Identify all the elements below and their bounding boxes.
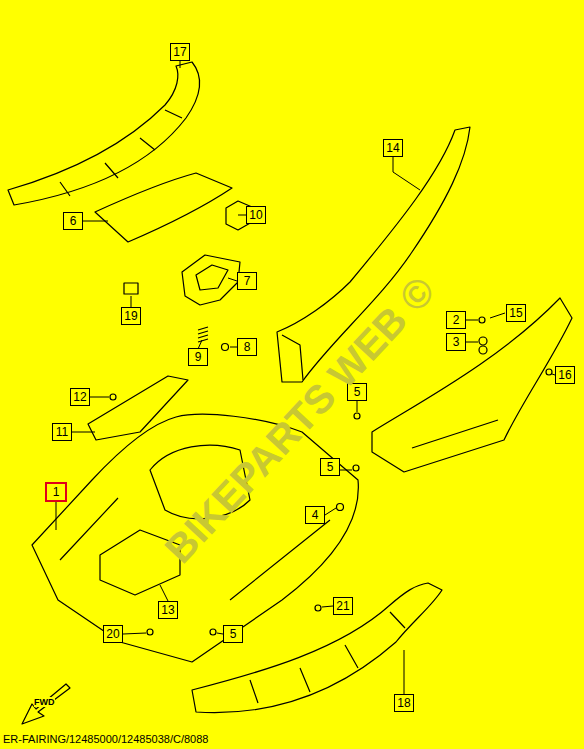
callout-number: 15 (506, 304, 526, 322)
callout-number: 18 (394, 694, 414, 712)
callout-number: 7 (237, 272, 257, 290)
callout-number: 14 (383, 139, 403, 157)
callout-number: 11 (52, 423, 72, 441)
callout-number: 13 (158, 601, 178, 619)
callout-number: 19 (121, 307, 141, 325)
forward-label: FWD (34, 697, 55, 707)
callout-number: 12 (70, 388, 90, 406)
callout-number: 10 (246, 206, 266, 224)
callout-number: 8 (237, 338, 257, 356)
callout-number: 16 (555, 366, 575, 384)
callout-number: 3 (446, 333, 466, 351)
callout-number: 17 (170, 43, 190, 61)
callout-number: 4 (305, 506, 325, 524)
callout-number: 2 (446, 311, 466, 329)
callout-number: 5 (320, 458, 340, 476)
callout-number: 21 (333, 597, 353, 615)
callout-number: 1 (45, 482, 67, 502)
callout-number: 6 (63, 212, 83, 230)
callout-number: 5 (223, 625, 243, 643)
callout-number: 20 (103, 625, 123, 643)
reference-code: ER-FAIRING/12485000/12485038/C/8088 (3, 733, 208, 745)
callout-number: 9 (188, 348, 208, 366)
